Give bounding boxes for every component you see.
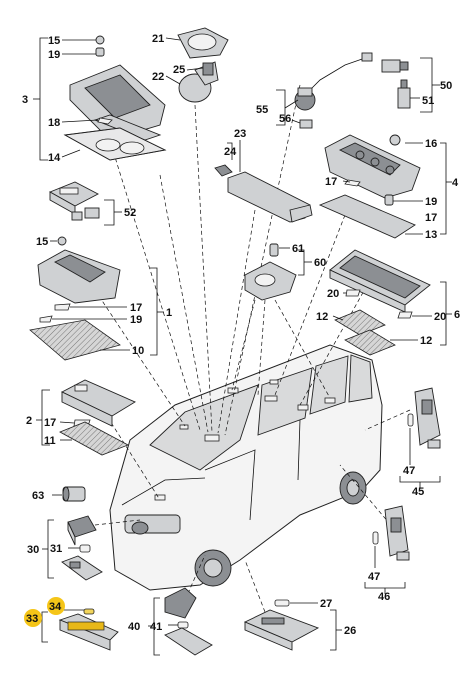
reading-light-group-2 [59,379,136,456]
callout-50: 50 [440,80,452,92]
callout-60: 60 [314,257,326,269]
light-strip-23-24 [214,164,313,223]
callout-34: 34 [49,601,62,613]
callout-33: 33 [26,613,38,625]
callout-51: 51 [422,95,434,107]
callout-15: 15 [36,236,48,248]
callout-11: 11 [44,435,56,447]
callout-55: 55 [256,104,268,116]
light-group-33 [58,608,119,651]
light-housing-60 [244,243,297,301]
callout-17: 17 [325,176,337,188]
callout-15: 15 [48,35,60,47]
light-unit-26 [243,599,320,651]
van-illustration [109,344,383,591]
reading-light-group-1 [29,249,121,361]
callout-46: 46 [378,591,390,603]
callout-6: 6 [454,309,460,321]
callout-47: 47 [403,465,415,477]
callout-27: 27 [320,598,332,610]
callout-26: 26 [344,625,356,637]
callout-16: 16 [425,138,437,150]
callout-12: 12 [420,335,432,347]
callout-18: 18 [48,117,60,129]
callout-17: 17 [425,212,437,224]
callout-1: 1 [166,307,172,319]
light-unit-21-22 [177,27,229,103]
footwell-light-group-40 [164,587,213,656]
lamp-group-6 [329,249,431,356]
callout-14: 14 [48,152,61,164]
callout-22: 22 [152,71,164,83]
cable-light-group-50 [294,52,411,129]
callout-4: 4 [452,177,459,189]
callout-33-highlight [24,609,42,627]
callout-19: 19 [130,314,142,326]
callout-13: 13 [425,229,437,241]
callout-34-highlight [47,597,65,615]
callout-63: 63 [32,490,44,502]
callout-19: 19 [48,49,60,61]
callout-2: 2 [26,415,32,427]
dome-light-group-3 [63,35,167,161]
callout-12: 12 [316,311,328,323]
switch-unit-52 [48,181,100,221]
callout-3: 3 [22,94,28,106]
callout-23: 23 [234,128,246,140]
callout-20: 20 [327,288,339,300]
callout-20: 20 [434,311,446,323]
callout-21: 21 [152,33,164,45]
callout-52: 52 [124,207,136,219]
callout-40: 40 [128,621,140,633]
callout-17: 17 [130,302,142,314]
footwell-light-group-30 [61,515,103,581]
callout-45: 45 [412,486,424,498]
console-light-group-4 [318,134,421,239]
callout-56: 56 [279,113,291,125]
callout-61: 61 [292,243,304,255]
callout-41: 41 [150,621,162,633]
door-light-group-46 [372,505,410,561]
callout-30: 30 [27,544,39,556]
callout-19: 19 [425,196,437,208]
callout-47: 47 [368,571,380,583]
callout-31: 31 [50,543,62,555]
callout-10: 10 [132,345,144,357]
callout-25: 25 [173,64,185,76]
callout-24: 24 [224,146,237,158]
part-63 [62,486,86,502]
door-light-group-45 [407,387,441,449]
callout-17: 17 [44,417,56,429]
